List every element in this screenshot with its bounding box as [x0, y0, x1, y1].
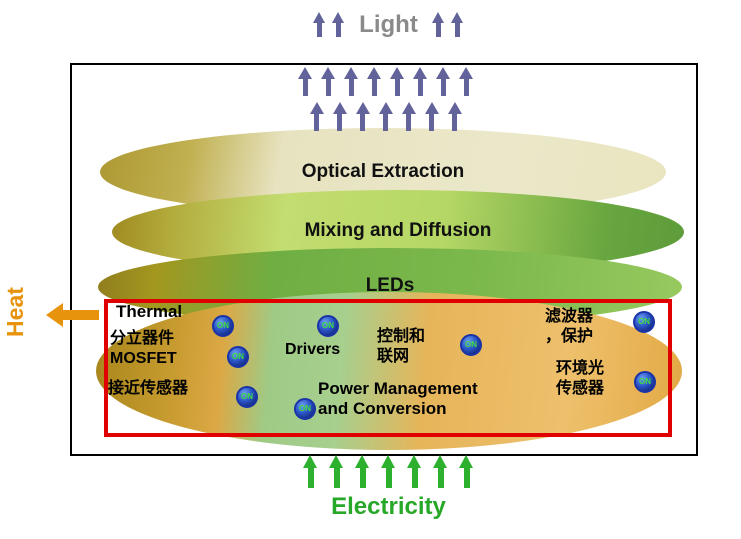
up-arrow-icon	[407, 455, 422, 489]
highlight-outline-box	[104, 299, 672, 437]
up-arrow-icon	[431, 12, 445, 38]
electricity-label: Electricity	[331, 493, 446, 520]
module-thermal: Thermal	[116, 302, 182, 322]
up-arrow-icon	[298, 67, 312, 97]
module-drivers: Drivers	[285, 341, 340, 359]
up-arrow-icon	[401, 102, 416, 132]
up-arrow-icon	[450, 12, 464, 38]
up-arrow-icon	[321, 67, 335, 97]
layer-label-leds: LEDs	[365, 275, 415, 296]
up-arrow-icon	[381, 455, 396, 489]
on-indicator: ON	[317, 315, 339, 337]
module-power-line2: and Conversion	[318, 399, 447, 418]
module-ambient-line2: 传感器	[556, 380, 605, 397]
module-discrete-mosfet: 分立器件 MOSFET	[110, 329, 177, 369]
heat-label: Heat	[2, 287, 28, 337]
up-arrow-icon	[355, 102, 370, 132]
left-arrow-icon	[46, 303, 100, 327]
up-arrow-icon	[436, 67, 450, 97]
electricity-arrows-row	[18, 455, 741, 489]
on-indicator-label: ON	[322, 321, 334, 330]
on-indicator-label: ON	[465, 340, 477, 349]
up-arrow-icon	[332, 12, 345, 38]
on-indicator: ON	[633, 311, 655, 333]
module-ambient-line1: 环境光	[556, 360, 605, 377]
up-arrow-icon	[424, 102, 439, 132]
light-arrows-row-1	[15, 67, 741, 97]
up-arrow-icon	[459, 67, 473, 97]
up-arrow-icon	[355, 455, 370, 489]
on-indicator-label: ON	[638, 317, 650, 326]
layer-label-mixing: Mixing and Diffusion	[304, 220, 492, 241]
up-arrow-icon	[329, 455, 344, 489]
up-arrow-icon	[433, 455, 448, 489]
module-filter-line2: ，保护	[545, 328, 594, 345]
module-drivers-label: Drivers	[285, 341, 341, 358]
up-arrow-icon	[309, 102, 324, 132]
module-discrete-line1: 分立器件	[110, 330, 175, 347]
module-proximity-sensor: 接近传感器	[108, 374, 188, 398]
up-arrow-icon	[332, 102, 347, 132]
light-label: Light	[359, 11, 418, 38]
on-indicator: ON	[634, 371, 656, 393]
module-proximity-label: 接近传感器	[108, 380, 189, 397]
module-power-line1: Power Management	[318, 379, 478, 398]
module-thermal-label: Thermal	[116, 302, 183, 321]
on-indicator-label: ON	[232, 352, 244, 361]
on-indicator-label: ON	[639, 377, 651, 386]
on-indicator-label: ON	[217, 321, 229, 330]
module-control-line2: 联网	[377, 348, 410, 365]
up-arrow-icon	[303, 455, 318, 489]
up-arrow-icon	[313, 12, 326, 38]
module-ambient-light-sensor: 环境光 传感器	[556, 359, 604, 399]
on-indicator: ON	[294, 398, 316, 420]
up-arrow-icon	[367, 67, 381, 97]
on-indicator: ON	[236, 386, 258, 408]
module-power-management: Power Management and Conversion	[318, 379, 478, 419]
module-filter-protection: 滤波器 ，保护	[545, 307, 593, 347]
module-discrete-line2: MOSFET	[110, 350, 177, 367]
module-control-networking: 控制和 联网	[377, 327, 425, 367]
up-arrow-icon	[390, 67, 404, 97]
on-indicator: ON	[227, 346, 249, 368]
up-arrow-icon	[459, 455, 474, 489]
up-arrow-icon	[378, 102, 393, 132]
layer-electronics	[96, 292, 682, 450]
module-filter-line1: 滤波器	[545, 308, 594, 325]
light-flow-row: Light	[18, 10, 741, 40]
up-arrow-icon	[447, 102, 462, 132]
on-indicator-label: ON	[299, 404, 311, 413]
on-indicator-label: ON	[241, 392, 253, 401]
on-indicator: ON	[212, 315, 234, 337]
layer-label-optical: Optical Extraction	[301, 161, 465, 182]
light-arrows-row-2	[15, 102, 741, 132]
module-control-line1: 控制和	[377, 328, 426, 345]
on-indicator: ON	[460, 334, 482, 356]
up-arrow-icon	[344, 67, 358, 97]
up-arrow-icon	[413, 67, 427, 97]
